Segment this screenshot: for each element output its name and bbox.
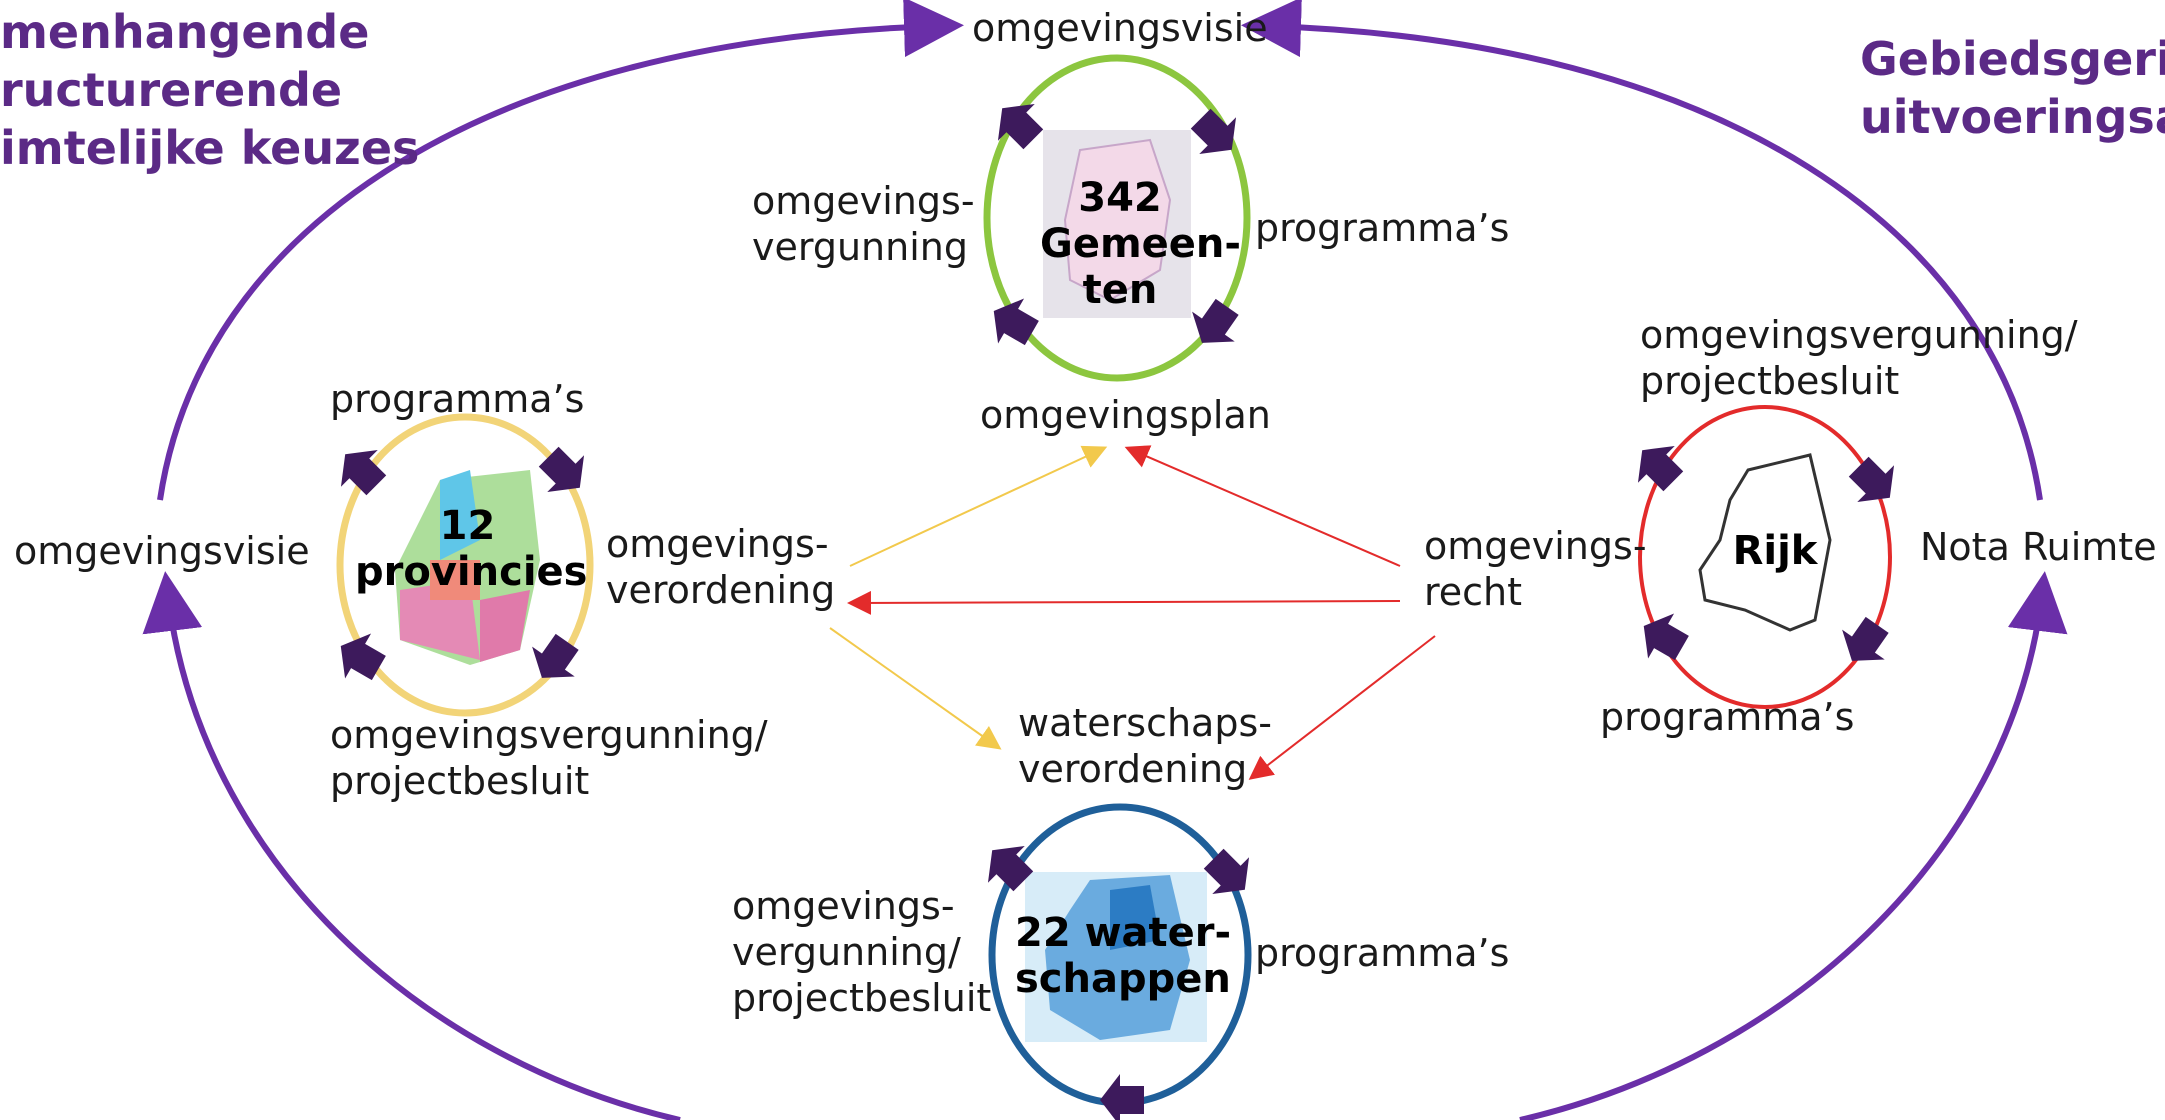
waterschappen-cycle: [973, 803, 1264, 1120]
outer-top-label: omgevingsvisie: [972, 6, 1268, 50]
gemeenten-center-line: Gemeen-: [1040, 221, 1241, 267]
heading-right: Gebiedsgeric uitvoeringsaf: [1860, 30, 2165, 146]
provincies-center-line: 12: [439, 503, 496, 549]
provincies-cycle: [326, 413, 599, 717]
heading-left: menhangende ructurerende imtelijke keuze…: [0, 3, 419, 177]
waterschappen-left-label: omgevings- vergunning/ projectbesluit: [732, 883, 991, 1021]
rijk-bottom-label: programma’s: [1600, 695, 1855, 739]
arrow-recht-to-verordening: [847, 590, 1401, 615]
arrow-verordening-to-waterschaps: [829, 627, 1002, 750]
arrow-verordening-to-plan: [849, 445, 1108, 567]
gemeenten-right-label: programma’s: [1255, 206, 1510, 250]
heading-left-line: ructurerende: [0, 63, 343, 117]
waterschappen-top-label: waterschaps- verordening: [1018, 700, 1272, 792]
rijk-left-line: recht: [1424, 570, 1523, 614]
gemeenten-center: 342 Gemeen- ten: [1040, 175, 1241, 313]
outer-cycle: [142, 0, 2068, 1120]
heading-right-line: Gebiedsgeric: [1860, 32, 2165, 86]
arrow-recht-to-plan: [1124, 445, 1401, 567]
waterschappen-center-line: schappen: [1015, 956, 1231, 1002]
gemeenten-center-line: 342: [1078, 175, 1162, 221]
netherlands-outline-map: [1698, 453, 1832, 632]
rijk-cycle: [1623, 405, 1909, 709]
rijk-top-label: omgevingsvergunning/ projectbesluit: [1640, 312, 2078, 404]
gemeenten-bottom-label: omgevingsplan: [980, 393, 1271, 437]
provincies-top-label: programma’s: [330, 377, 585, 421]
gemeenten-left-line: vergunning: [752, 225, 968, 269]
heading-right-line: uitvoeringsaf: [1860, 90, 2165, 144]
connectors: [829, 445, 1436, 780]
outer-left-label: omgevingsvisie: [14, 529, 310, 573]
provincies-center: 12 provincies: [355, 503, 588, 595]
gemeenten-center-line: ten: [1082, 267, 1158, 313]
outer-arc-bottom-left: [142, 571, 681, 1120]
provincies-right-line: verordening: [606, 568, 836, 612]
outer-right-label: Nota Ruimte: [1920, 525, 2157, 569]
heading-left-line: menhangende: [0, 5, 370, 59]
waterschappen-center-line: 22 water-: [1015, 910, 1232, 956]
gemeenten-left-label: omgevings- vergunning: [752, 178, 975, 270]
provincies-bottom-line: omgevingsvergunning/: [330, 713, 768, 757]
outer-arc-top-left: [157, 0, 964, 501]
heading-left-line: imtelijke keuzes: [0, 121, 420, 175]
outer-arc-top-right: [1241, 0, 2043, 501]
provincies-right-line: omgevings-: [606, 522, 829, 566]
rijk-top-line: projectbesluit: [1640, 359, 1900, 403]
rijk-left-label: omgevings- recht: [1424, 523, 1647, 615]
provincies-right-label: omgevings- verordening: [606, 521, 835, 613]
rijk-top-line: omgevingsvergunning/: [1640, 313, 2078, 357]
waterschappen-top-line: waterschaps-: [1018, 701, 1272, 745]
gemeenten-cycle: [980, 54, 1251, 382]
rijk-left-line: omgevings-: [1424, 524, 1647, 568]
waterschappen-center: 22 water- schappen: [1015, 910, 1232, 1002]
waterschappen-left-line: omgevings-: [732, 884, 955, 928]
provincies-bottom-label: omgevingsvergunning/ projectbesluit: [330, 712, 768, 804]
waterschappen-left-line: projectbesluit: [732, 976, 992, 1020]
rijk-center: Rijk: [1732, 528, 1818, 574]
waterschappen-top-line: verordening: [1018, 747, 1248, 791]
arrow-recht-to-waterschaps: [1248, 635, 1436, 780]
provincies-bottom-line: projectbesluit: [330, 759, 590, 803]
gemeenten-left-line: omgevings-: [752, 179, 975, 223]
provincies-center-line: provincies: [355, 549, 588, 595]
outer-arc-bottom-right: [1519, 571, 2068, 1120]
waterschappen-right-label: programma’s: [1255, 931, 1510, 975]
waterschappen-left-line: vergunning/: [732, 930, 961, 974]
